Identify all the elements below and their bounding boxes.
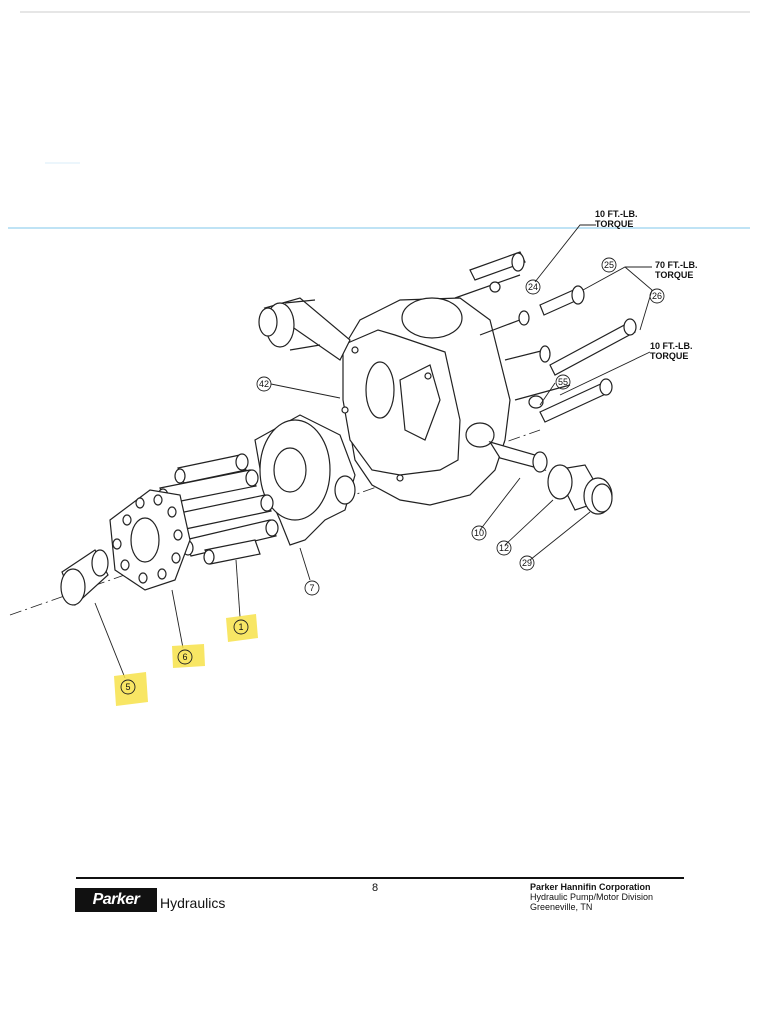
drawing [9,224,653,679]
part-numbers: 24 25 26 42 55 10 12 29 7 1 6 5 [125,260,662,692]
torque-26-line1: 10 FT.-LB. [650,341,693,351]
torque-24-line1: 10 FT.-LB. [595,209,638,219]
part-number-6: 6 [182,652,187,662]
location: Greeneville, TN [530,902,593,912]
highlight-part-6 [172,644,205,668]
parker-logo: Parker [75,888,157,912]
shaft [488,440,548,473]
torque-25-line2: TORQUE [655,270,693,280]
leader-lines [94,224,653,679]
spherical-washer [60,549,109,607]
part-number-1: 1 [238,622,243,632]
part-number-7: 7 [309,583,314,593]
division-name: Hydraulic Pump/Motor Division [530,892,654,902]
torque-callouts: 10 FT.-LB. TORQUE 70 FT.-LB. TORQUE 10 F… [595,209,698,361]
piston-assembly [157,453,279,565]
left-port-fitting [258,297,351,361]
part-number-42: 42 [259,379,269,389]
part-number-55: 55 [558,377,568,387]
part-number-26: 26 [652,291,662,301]
part-balloons [120,257,665,695]
part-number-24: 24 [528,282,538,292]
company-name: Parker Hannifin Corporation [530,882,651,892]
port-plate [254,414,356,546]
footer-rule [76,877,684,879]
highlight-part-1 [226,614,258,642]
part-number-12: 12 [499,543,509,553]
logo-subtitle: Hydraulics [160,895,226,911]
part-number-10: 10 [474,528,484,538]
torque-24-line2: TORQUE [595,219,633,229]
torque-26-line2: TORQUE [650,351,688,361]
torque-25-line1: 70 FT.-LB. [655,260,698,270]
pump-housing [341,297,511,506]
company-block: Parker Hannifin Corporation Hydraulic Pu… [530,882,653,912]
part-number-29: 29 [522,558,532,568]
right-port-fitting [547,464,613,515]
page-number: 8 [372,882,379,894]
part-highlights [114,614,258,706]
part-number-25: 25 [604,260,614,270]
part-number-5: 5 [125,682,130,692]
retainer-plate [109,489,191,591]
bolts [454,251,637,423]
highlight-part-5 [114,672,148,706]
